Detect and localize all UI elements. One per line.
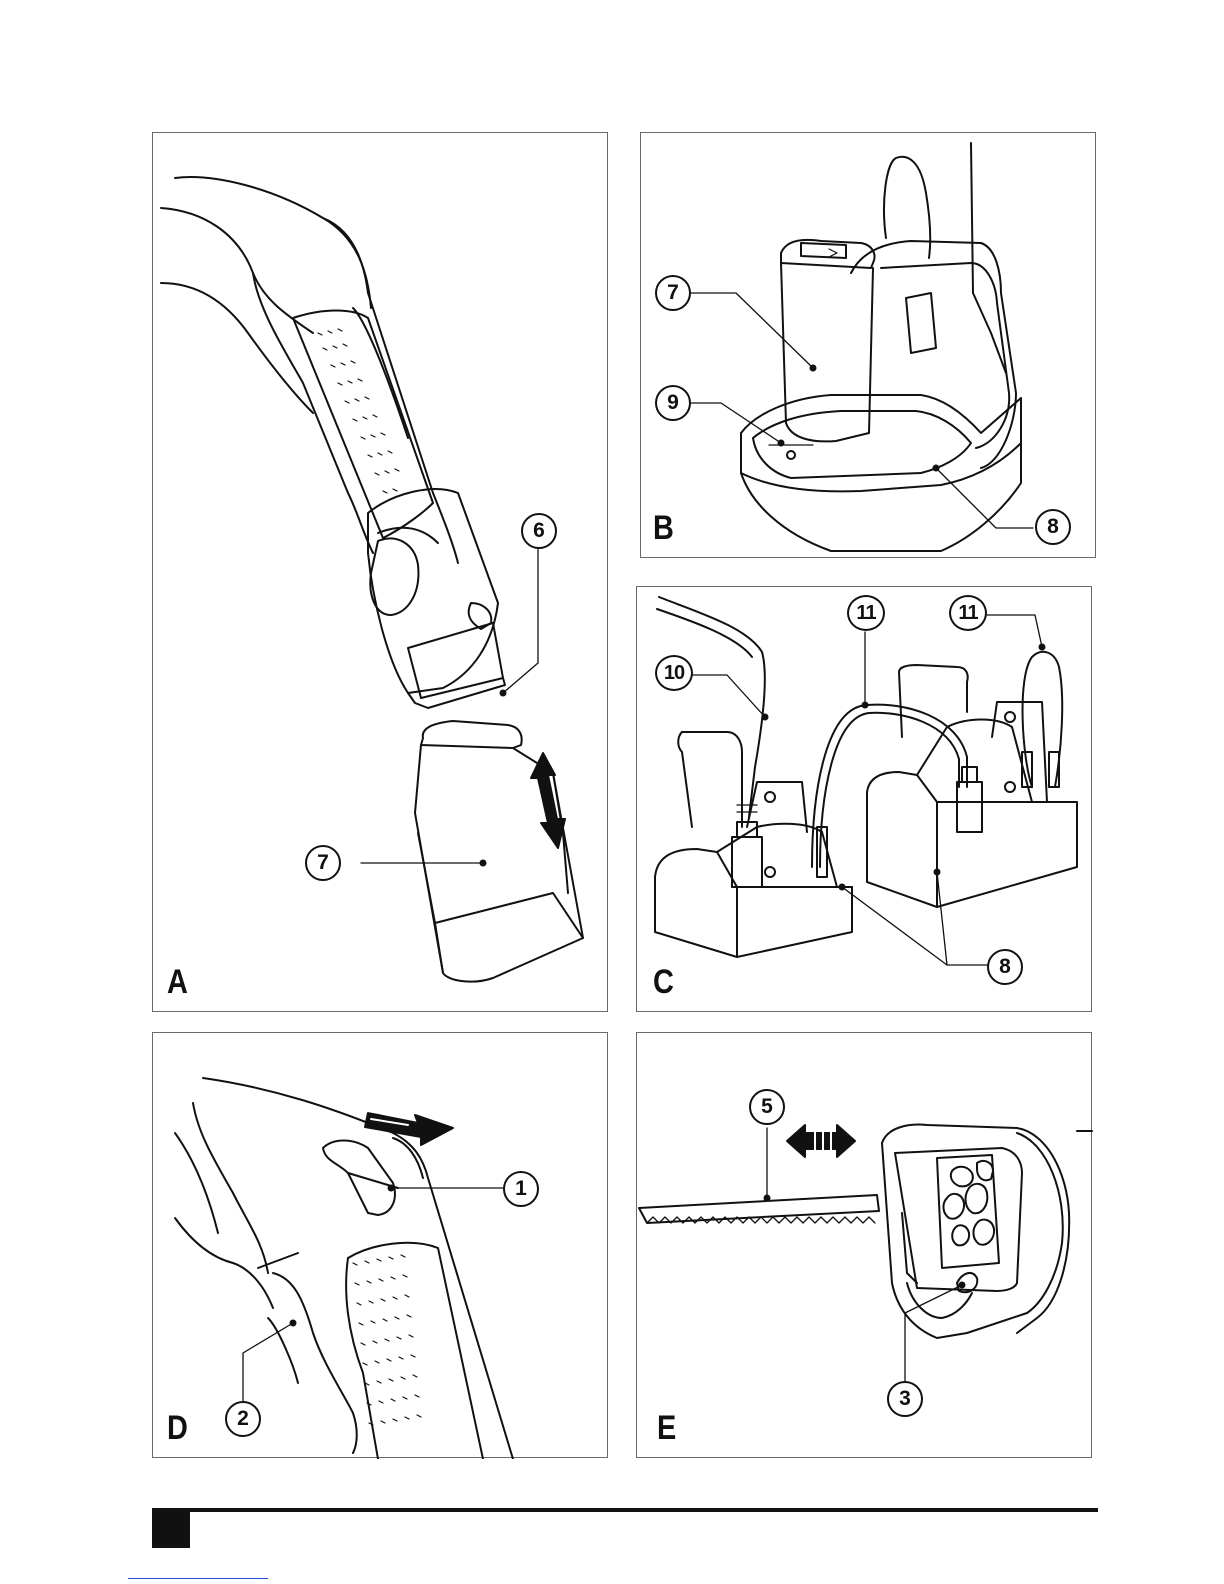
figure-label-c: C (653, 963, 673, 1002)
figure-d-illustration (153, 1033, 609, 1459)
figure-c-panel: 10 11 11 8 C (636, 586, 1092, 1012)
figure-label-e: E (657, 1409, 675, 1448)
figure-b-panel: 7 9 8 B (640, 132, 1096, 558)
figure-b-illustration (641, 133, 1097, 559)
figure-label-b: B (653, 509, 673, 548)
callout-8: 8 (987, 949, 1023, 985)
figure-d-panel: 1 2 D (152, 1032, 608, 1458)
callout-7: 7 (655, 275, 691, 311)
callout-11: 11 (847, 595, 885, 631)
callout-5: 5 (749, 1089, 785, 1125)
callout-9: 9 (655, 385, 691, 421)
callout-3: 3 (887, 1381, 923, 1417)
callout-7: 7 (305, 845, 341, 881)
figure-a-panel: 6 7 A (152, 132, 608, 1012)
figure-label-d: D (167, 1409, 187, 1448)
callout-2: 2 (225, 1401, 261, 1437)
footer-rule (152, 1508, 1098, 1512)
page-number-block (152, 1512, 190, 1548)
figure-c-illustration (637, 587, 1093, 1013)
callout-8: 8 (1035, 509, 1071, 545)
link-underline (128, 1578, 268, 1579)
callout-11: 11 (949, 595, 987, 631)
figure-e-illustration (637, 1033, 1093, 1459)
callout-10: 10 (655, 655, 693, 691)
figure-label-a: A (167, 963, 187, 1002)
figure-a-illustration (153, 133, 609, 1013)
callout-1: 1 (503, 1171, 539, 1207)
callout-6: 6 (521, 513, 557, 549)
figure-e-panel: 5 3 E (636, 1032, 1092, 1458)
